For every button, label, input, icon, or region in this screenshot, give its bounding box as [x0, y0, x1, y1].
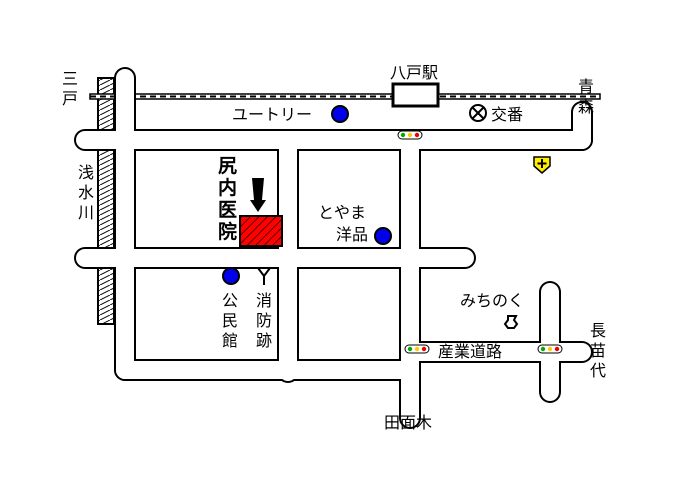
utori-label: ユートリー: [232, 105, 312, 124]
shoubou-label-3: 跡: [256, 331, 272, 350]
direction-upper-right-2: 森: [578, 97, 594, 116]
clinic-label-4: 院: [218, 220, 237, 243]
clinic-location: [239, 215, 283, 247]
direction-right-3: 代: [590, 361, 606, 380]
fire-station-icon: [257, 267, 271, 285]
direction-upper-left-2: 戸: [62, 89, 78, 108]
traffic-light-icon: [404, 344, 430, 354]
direction-right: 長 苗 代: [590, 321, 606, 380]
direction-upper-right-1: 青: [578, 77, 594, 96]
koban-label: 交番: [491, 105, 523, 124]
station-label: 八戸駅: [390, 63, 438, 82]
clinic-label-3: 医: [218, 199, 237, 221]
clinic-pointer-icon: [250, 178, 266, 212]
hospital-icon: [533, 156, 551, 174]
kouminkan-label-2: 民: [222, 311, 238, 330]
clinic-label: 尻 内 医 院: [218, 155, 237, 243]
clinic-label-2: 内: [218, 176, 237, 199]
direction-right-2: 苗: [590, 341, 606, 360]
station-building: [391, 82, 440, 108]
river: [97, 77, 115, 325]
direction-upper-right: 青 森: [578, 77, 594, 116]
shoubou-label-1: 消: [256, 291, 272, 310]
michinoku-label: みちのく: [460, 291, 524, 310]
river-label-2: 水: [78, 183, 94, 202]
toyama-marker: [374, 227, 392, 245]
toyama-label-line1: とやま: [318, 203, 366, 222]
traffic-light-icon: [397, 130, 423, 140]
toyama-label-line2: 洋品: [336, 225, 368, 244]
shoubou-label: 消 防 跡: [256, 291, 272, 350]
sangyo-road-label: 産業道路: [438, 342, 502, 361]
kouminkan-label-3: 館: [222, 331, 238, 350]
river-label-1: 浅: [78, 163, 94, 182]
kouminkan-label-1: 公: [222, 291, 238, 310]
railway: [89, 93, 601, 100]
direction-right-1: 長: [590, 321, 606, 340]
clinic-label-1: 尻: [218, 155, 237, 177]
traffic-light-icon: [537, 344, 563, 354]
utori-marker: [331, 105, 349, 123]
direction-upper-left: 三 戸: [62, 69, 78, 108]
direction-bottom: 田面木: [384, 413, 432, 432]
kouminkan-label: 公 民 館: [222, 291, 238, 350]
shoubou-label-2: 防: [256, 311, 272, 330]
koban-icon: [469, 104, 487, 122]
river-label: 浅 水 川: [78, 163, 94, 222]
michinoku-marker-icon: [503, 315, 519, 329]
direction-upper-left-1: 三: [62, 69, 78, 88]
river-label-3: 川: [78, 203, 94, 222]
kouminkan-marker: [222, 267, 240, 285]
road-network: [74, 67, 593, 429]
